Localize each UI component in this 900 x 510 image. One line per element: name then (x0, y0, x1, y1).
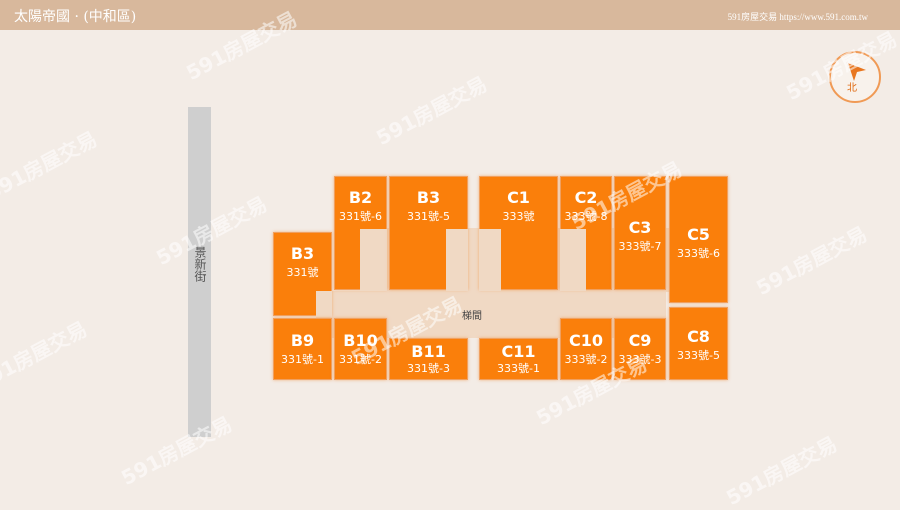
unit-address: 333號 (502, 210, 535, 223)
unit-code: B9 (290, 331, 315, 350)
unit-c8[interactable]: C8 333號-5 (669, 307, 728, 380)
unit-code: C3 (628, 218, 652, 237)
unit-address: 333號-1 (497, 362, 540, 375)
street-label: 景新街 (193, 246, 207, 282)
corridor (316, 291, 666, 321)
unit-code: B3 (290, 244, 315, 263)
unit-code: B3 (416, 188, 441, 207)
unit-b10[interactable]: B10 331號-2 (334, 318, 387, 380)
unit-address: 333號-7 (618, 240, 662, 253)
header-bar: 太陽帝國 · (中和區) 591房屋交易 https://www.591.com… (0, 0, 900, 30)
corridor-notch (479, 229, 501, 291)
unit-b11[interactable]: B11 331號-3 (389, 338, 468, 380)
watermark: 591房屋交易 (752, 221, 871, 300)
street: 景新街 (188, 107, 211, 437)
north-arrow-icon (848, 63, 866, 81)
unit-address: 333號-6 (677, 247, 720, 260)
watermark: 591房屋交易 (722, 431, 841, 510)
watermark: 591房屋交易 (0, 316, 91, 395)
corridor-notch (446, 229, 468, 291)
unit-c5[interactable]: C5 333號-6 (669, 176, 728, 303)
unit-code: C1 (507, 188, 530, 207)
site-link[interactable]: 591房屋交易 https://www.591.com.tw (727, 12, 868, 22)
unit-code: B2 (348, 188, 373, 207)
unit-address: 331號 (286, 266, 319, 279)
unit-code: C8 (687, 327, 710, 346)
unit-address: 333號-5 (677, 349, 720, 362)
unit-code: C5 (687, 225, 710, 244)
unit-b9[interactable]: B9 331號-1 (273, 318, 332, 380)
unit-address: 333號-2 (564, 353, 608, 366)
unit-code: C2 (574, 188, 598, 207)
unit-c3[interactable]: C3 333號-7 (614, 176, 666, 290)
unit-c11[interactable]: C11 333號-1 (479, 338, 558, 380)
page-title: 太陽帝國 · (中和區) (14, 9, 137, 25)
unit-address: 331號-1 (281, 353, 324, 366)
unit-address: 333號-8 (564, 210, 608, 223)
unit-address: 331號-2 (339, 353, 382, 366)
corridor-notch (560, 229, 586, 291)
corridor-notch (316, 291, 332, 317)
watermark: 591房屋交易 (0, 126, 101, 205)
watermark: 591房屋交易 (372, 71, 491, 150)
compass: 北 (829, 51, 881, 103)
unit-address: 331號-6 (339, 210, 382, 223)
compass-label: 北 (847, 83, 857, 94)
unit-code: B11 (411, 342, 446, 361)
unit-address: 331號-5 (407, 210, 450, 223)
watermark: 591房屋交易 (117, 411, 236, 490)
unit-address: 333號-3 (618, 353, 662, 366)
unit-code: C11 (501, 342, 536, 361)
corridor-label: 梯間 (462, 311, 482, 322)
unit-code: C10 (568, 331, 603, 350)
unit-code: C9 (628, 331, 652, 350)
unit-c10[interactable]: C10 333號-2 (560, 318, 612, 380)
unit-code: B10 (343, 331, 378, 350)
unit-c9[interactable]: C9 333號-3 (614, 318, 666, 380)
corridor-notch (360, 229, 387, 291)
unit-address: 331號-3 (407, 362, 450, 375)
